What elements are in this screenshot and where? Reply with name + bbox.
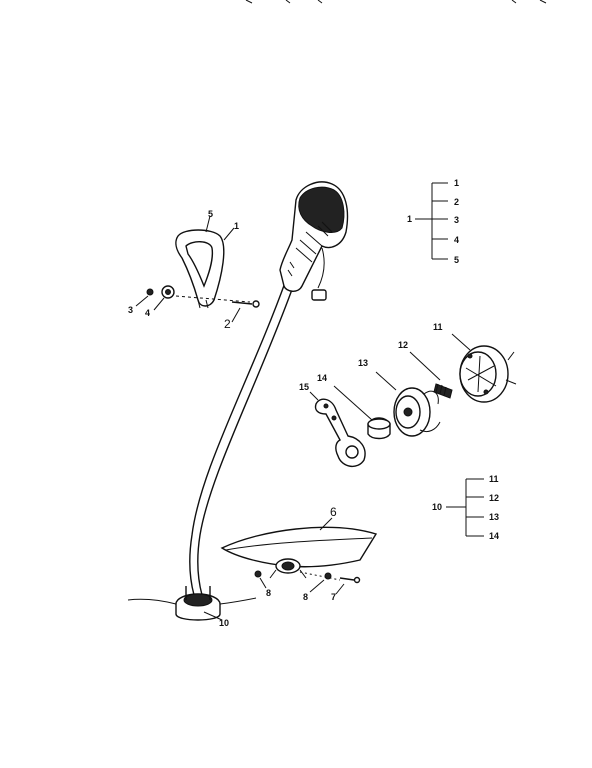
- callout-spool: 13: [358, 358, 368, 368]
- callout-wrench: 15: [299, 382, 309, 392]
- callout-washer-a: 8: [266, 588, 271, 598]
- callout-nut-3: 3: [128, 305, 133, 315]
- parts-tree-10: 10 11 12 13 14: [432, 474, 499, 541]
- tree-10-child: 11: [489, 474, 499, 484]
- callout-screw-7: 7: [331, 592, 336, 602]
- tree-10-parent: 10: [432, 502, 442, 512]
- nut-part-3: [135, 288, 154, 307]
- auxiliary-handle: [175, 229, 225, 309]
- trimmer-head: [127, 586, 257, 621]
- tree-1-child: 2: [454, 197, 459, 207]
- tree-1-child: 4: [454, 235, 459, 245]
- guard-fasteners: [203, 570, 361, 621]
- spring-part-12: [409, 351, 453, 399]
- wrench-part-15: [309, 391, 366, 467]
- tree-10-child: 12: [489, 493, 499, 503]
- spool-part-13: [375, 371, 441, 437]
- knob-part-4: [153, 285, 175, 311]
- screw-part-2: [175, 295, 260, 323]
- callout-screw-2: 2: [224, 317, 231, 331]
- callout-bump-knob: 14: [317, 373, 327, 383]
- callout-spring: 12: [398, 340, 408, 350]
- grass-guard-part-6: [220, 517, 378, 579]
- callout-spool-housing: 11: [433, 322, 443, 332]
- callout-washer-b: 8: [303, 592, 308, 602]
- callout-labels: 5 1 3 4 2 11 12 13 14 15 6 8 8 7 10: [128, 209, 443, 628]
- tree-1-child: 3: [454, 215, 459, 225]
- tree-1-parent: 1: [407, 214, 412, 224]
- bump-knob-part-14: [333, 385, 391, 440]
- tree-10-child: 13: [489, 512, 499, 522]
- motor-housing: [279, 181, 349, 301]
- spool-housing-part-11: [451, 333, 517, 403]
- trimmer-shaft-assembly: [127, 181, 349, 621]
- tree-10-child: 14: [489, 531, 499, 541]
- callout-knob-4: 4: [145, 308, 150, 318]
- tree-1-child: 5: [454, 255, 459, 265]
- tree-1-child: 1: [454, 178, 459, 188]
- parts-tree-1: 1 1 2 3 4 5: [407, 178, 459, 265]
- callout-handle: 1: [234, 221, 239, 231]
- callout-guard: 6: [330, 505, 337, 519]
- callout-handle-grip: 5: [208, 209, 213, 219]
- scan-edge-marks: [245, 0, 547, 4]
- callout-trimmer-head: 10: [219, 618, 229, 628]
